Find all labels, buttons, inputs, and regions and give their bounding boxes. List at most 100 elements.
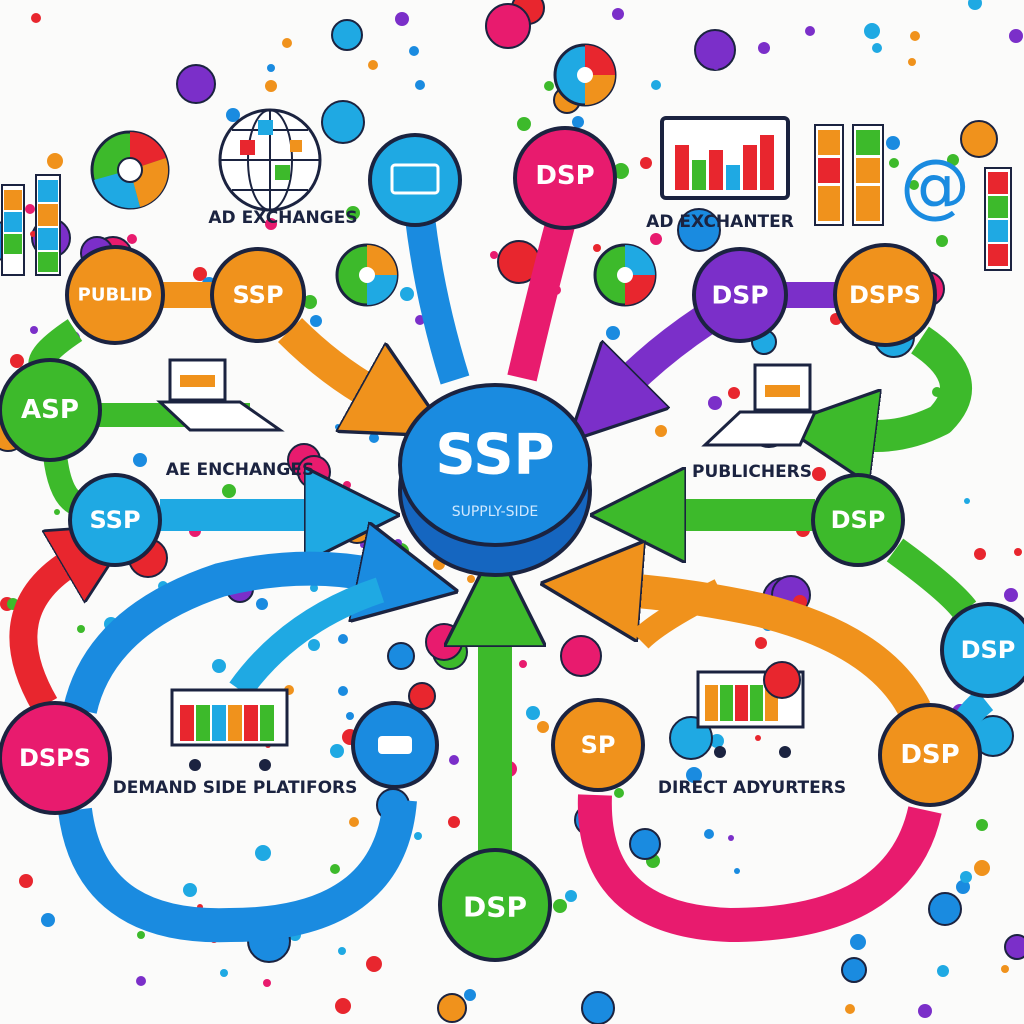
node-blue-icon[interactable] [351,701,439,789]
decorative-dot [324,512,334,522]
decorative-dot [1004,588,1018,602]
decorative-dot [968,0,982,10]
arrow-pink-bottom-loop [577,794,942,942]
decorative-dot [366,956,382,972]
node-ssp-left[interactable]: SSP [68,473,162,567]
decorative-icon-badge [437,993,467,1023]
arrow-blue-top [405,216,470,385]
decorative-dot [267,64,275,72]
decorative-dot [640,157,652,169]
decorative-dot [519,660,527,668]
decorative-dot [369,433,379,443]
decorative-icon-badge [560,635,602,677]
decorative-dot [368,60,378,70]
decorative-dot [448,816,460,828]
decorative-dot [212,659,226,673]
decorative-dot [467,575,475,583]
decorative-dot [310,584,318,592]
label-ad-exchanter: AD EXCHANTER [646,212,794,232]
decorative-dot [613,163,629,179]
node-dsp-green-right[interactable]: DSP [811,473,905,567]
decorative-dot [400,287,414,301]
decorative-dot [812,467,826,481]
node-label: SSP [89,506,140,534]
decorative-dot [604,415,614,425]
decorative-dot [974,548,986,560]
decorative-dot [956,880,970,894]
center-subtitle: SUPPLY-SIDE [452,504,539,520]
node-top-pink-dsp[interactable]: DSP [513,126,617,230]
decorative-dot [964,498,970,504]
node-label: DSP [535,161,594,191]
decorative-dot [193,267,207,281]
decorative-dot [909,180,919,190]
decorative-dot [526,706,540,720]
decorative-icon-badge [331,19,363,51]
node-publid[interactable]: PUBLID [65,245,165,345]
node-dsp-orange-right[interactable]: DSP [878,703,982,807]
decorative-dot [449,755,459,765]
decorative-dot [947,154,959,166]
decorative-dot [666,542,680,556]
decorative-dot [133,453,147,467]
decorative-dot [655,425,667,437]
decorative-dot [137,931,145,939]
node-label: DSP [711,281,768,310]
decorative-dot [282,38,292,48]
decorative-dot [886,136,900,150]
node-label: DSP [831,506,886,534]
decorative-dot [553,899,567,913]
decorative-dot [31,13,41,23]
laptop-icon [156,358,285,432]
decorative-icon-badge [485,3,531,49]
decorative-dot [349,817,359,827]
node-label: DSP [463,891,527,924]
node-label: ASP [21,395,79,425]
decorative-dot [1009,29,1023,43]
node-sp-orange[interactable]: SP [551,698,645,792]
label-ae-enchanges: AE ENCHANGES [166,460,314,480]
decorative-icon-badge [629,828,661,860]
arrow-blue-large-left [63,569,375,715]
node-dsp-purple[interactable]: DSP [692,247,788,343]
decorative-icon-badge [841,957,867,983]
arrow-green-right-loop [860,326,972,436]
decorative-dot [864,23,880,39]
monitor-chart-icon [660,116,790,200]
arrow-blue-bottom-loop [58,798,417,943]
decorative-dot [19,874,33,888]
decorative-dot [127,234,137,244]
decorative-dot [10,354,24,368]
decorative-dot [222,484,236,498]
node-label: DSP [961,636,1016,664]
decorative-dot [303,295,317,309]
decorative-dot [845,1004,855,1014]
node-ssp-top-left[interactable]: SSP [210,247,306,343]
decorative-dot [265,80,277,92]
decorative-dot [606,326,620,340]
center-ssp-node[interactable]: SSP SUPPLY-SIDE [398,383,592,577]
decorative-dot [338,947,346,955]
decorative-dot [263,979,271,987]
node-dsp-teal-right[interactable]: DSP [940,602,1024,698]
decorative-dot [395,12,409,26]
decorative-dot [565,890,577,902]
node-label: DSPS [19,744,91,772]
node-dsps-orange[interactable]: DSPS [833,243,937,347]
decorative-dot [310,315,322,327]
arrow-blue-mid-left [229,577,385,698]
decorative-dot [335,424,341,430]
decorative-dot [183,883,197,897]
decorative-dot [77,625,85,633]
decorative-dot [1014,548,1022,556]
decorative-dot [136,976,146,986]
node-asp[interactable]: ASP [0,358,102,462]
decorative-dot [910,31,920,41]
node-top-blue[interactable] [368,133,462,227]
node-dsp-green-bottom[interactable]: DSP [438,848,552,962]
decorative-dot [572,116,584,128]
decorative-dot [612,8,624,20]
decorative-dot [755,637,767,649]
decorative-dot [976,819,988,831]
node-dsps-pink[interactable]: DSPS [0,701,112,815]
